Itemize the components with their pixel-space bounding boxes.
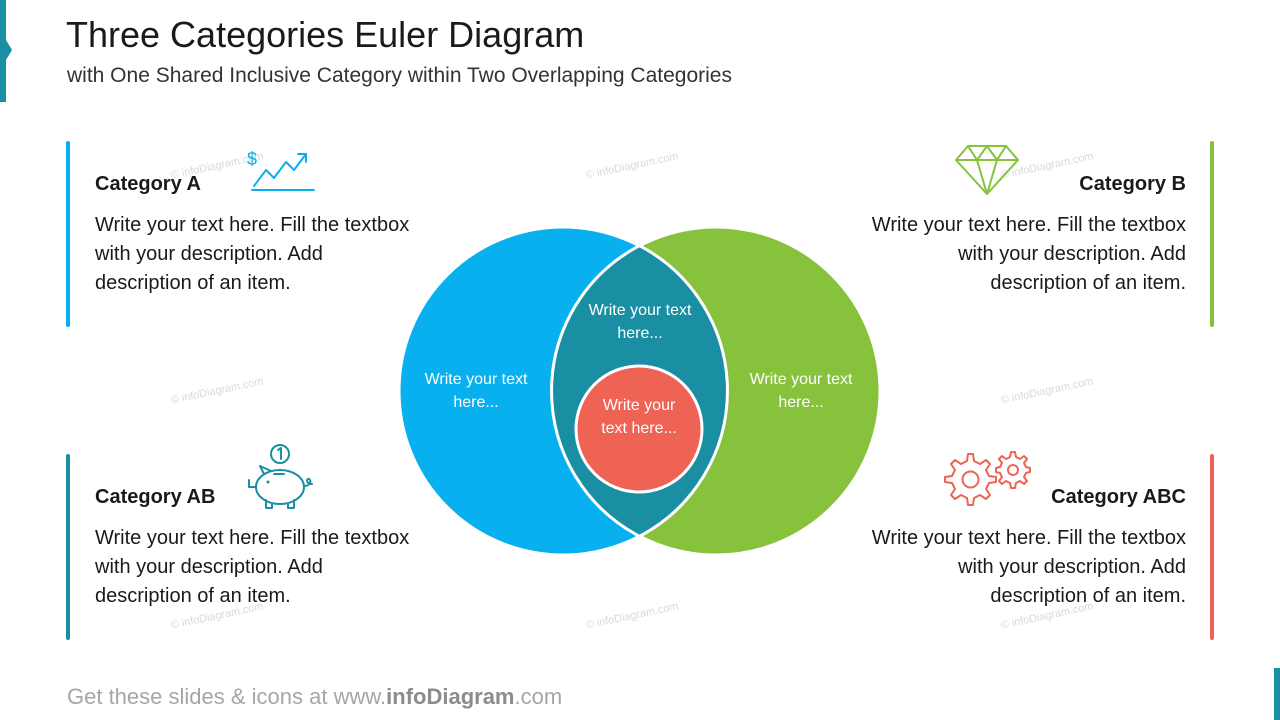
category-b-description: Write your text here. Fill the textbox w… [871, 214, 1186, 294]
category-b-accent-bar [1210, 141, 1214, 327]
category-abc-description: Write your text here. Fill the textbox w… [871, 527, 1186, 607]
footer-brand: infoDiagram [386, 684, 515, 709]
circle-category-abc [574, 364, 704, 494]
category-ab-accent-bar [66, 454, 70, 640]
footer-suffix: .com [514, 684, 563, 709]
category-a-description: Write your text here. Fill the textbox w… [95, 214, 410, 294]
page-subtitle: with One Shared Inclusive Category withi… [67, 64, 732, 87]
page-title: Three Categories Euler Diagram [66, 14, 585, 55]
inner-circle-label: Write your text here... [601, 397, 677, 437]
category-ab-title: Category AB [95, 486, 216, 508]
svg-text:$: $ [247, 149, 257, 169]
overlap-label: Write your text here... [588, 302, 692, 342]
category-abc-accent-bar [1210, 454, 1214, 640]
circle-b-label: Write your text here... [749, 371, 853, 411]
category-a-title: Category A [95, 173, 201, 195]
footer-credit: Get these slides & icons at www.infoDiag… [67, 684, 562, 710]
diamond-icon [955, 145, 1019, 195]
category-b-title: Category B [1079, 173, 1186, 195]
category-a-accent-bar [66, 141, 70, 327]
category-ab-description: Write your text here. Fill the textbox w… [95, 527, 410, 607]
corner-accent-bottom-right [1274, 668, 1280, 720]
footer-prefix: Get these slides & icons at www. [67, 684, 387, 709]
gears-icon [944, 451, 1031, 506]
chart-growth-dollar-icon: $ [247, 149, 315, 191]
circle-a-label: Write your text here... [424, 371, 528, 411]
corner-accent-tab [0, 0, 6, 102]
category-abc-title: Category ABC [1051, 486, 1186, 508]
piggy-bank-icon [248, 444, 313, 509]
corner-accent-notch [6, 40, 12, 60]
